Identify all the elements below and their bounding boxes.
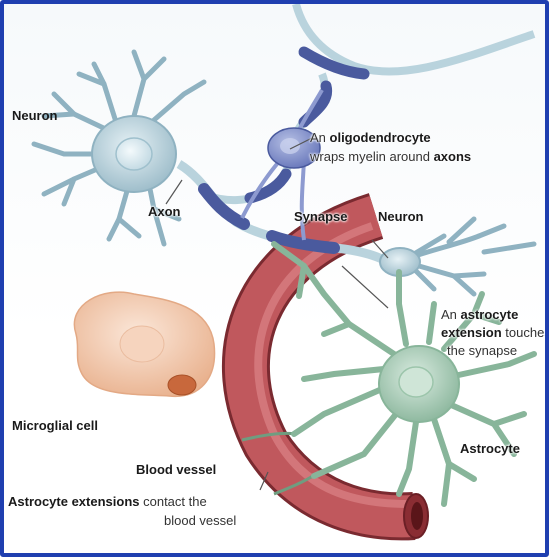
- glia-illustration: [31, 4, 537, 541]
- astro-ext-prefix: An: [441, 307, 461, 322]
- oligo-prefix: An: [310, 130, 330, 145]
- label-blood-vessel: Blood vessel: [136, 462, 217, 477]
- label-synapse: Synapse: [294, 209, 348, 224]
- contact-term: Astrocyte extensions: [8, 494, 140, 509]
- label-contact-line2: blood vessel: [164, 513, 237, 528]
- label-astrocyte: Astrocyte: [460, 441, 520, 456]
- oligo-line2-text: wraps myelin around: [310, 149, 434, 164]
- oligo-term: oligodendrocyte: [329, 130, 431, 145]
- label-astrocyte-extensions-contact: Astrocyte extensions contact the: [8, 494, 207, 510]
- oligodendrocyte: [240, 89, 324, 241]
- label-neuron-right: Neuron: [378, 209, 424, 224]
- label-astrocyte-extension-line3: the synapse: [447, 343, 518, 358]
- label-oligodendrocyte: An oligodendrocyte: [310, 130, 431, 146]
- leader-lines: [165, 135, 389, 491]
- astro-ext-term: astrocyte: [460, 307, 519, 322]
- label-oligodendrocyte-line2: wraps myelin around axons: [310, 149, 471, 165]
- label-astrocyte-extension: An astrocyte: [441, 307, 518, 323]
- label-axon: Axon: [148, 204, 181, 219]
- left-neuron-axon: [176, 160, 387, 265]
- astro-ext-term2: extension: [441, 325, 502, 340]
- label-neuron-left: Neuron: [12, 108, 58, 123]
- label-astrocyte-extension-line2: extension touches: [441, 325, 549, 341]
- astro-ext-line2-rest: touches: [501, 325, 549, 340]
- label-microglial-cell: Microglial cell: [12, 418, 98, 433]
- oligo-axons-term: axons: [433, 149, 472, 164]
- contact-rest: contact the: [139, 494, 207, 509]
- astrocyte: [271, 241, 537, 507]
- microglial-cell: [73, 291, 216, 397]
- left-neuron: [31, 49, 207, 247]
- upper-axon: [207, 4, 536, 205]
- right-neuron: [379, 216, 537, 297]
